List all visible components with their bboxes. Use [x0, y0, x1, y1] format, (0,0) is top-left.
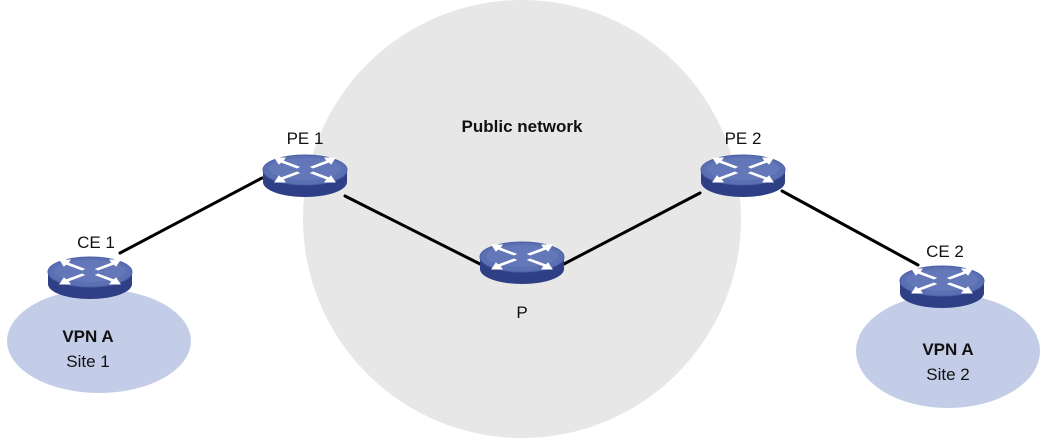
- link-ce1-pe1: [118, 176, 264, 255]
- site1-vpn-label: VPN A: [62, 327, 113, 346]
- router-icon[interactable]: [262, 154, 348, 198]
- public-network-cloud: [303, 0, 741, 438]
- router-icon[interactable]: [899, 265, 985, 309]
- router-icon[interactable]: [479, 241, 565, 285]
- device-label-pe1: PE 1: [287, 129, 324, 148]
- public-network-label: Public network: [462, 117, 583, 136]
- device-label-pe2: PE 2: [725, 129, 762, 148]
- site1-name-label: Site 1: [66, 352, 109, 371]
- router-icon[interactable]: [47, 256, 133, 300]
- device-label-ce1: CE 1: [77, 233, 115, 252]
- site2-name-label: Site 2: [926, 365, 969, 384]
- link-p-pe2: [560, 191, 702, 267]
- site-area-1: [7, 289, 191, 393]
- router-icon[interactable]: [700, 154, 786, 198]
- link-pe1-p: [343, 194, 484, 267]
- site-area-2: [856, 294, 1040, 408]
- site2-vpn-label: VPN A: [922, 340, 973, 359]
- device-label-ce2: CE 2: [926, 242, 964, 261]
- links: [118, 176, 920, 267]
- link-pe2-ce2: [780, 189, 920, 267]
- device-label-p: P: [516, 303, 527, 322]
